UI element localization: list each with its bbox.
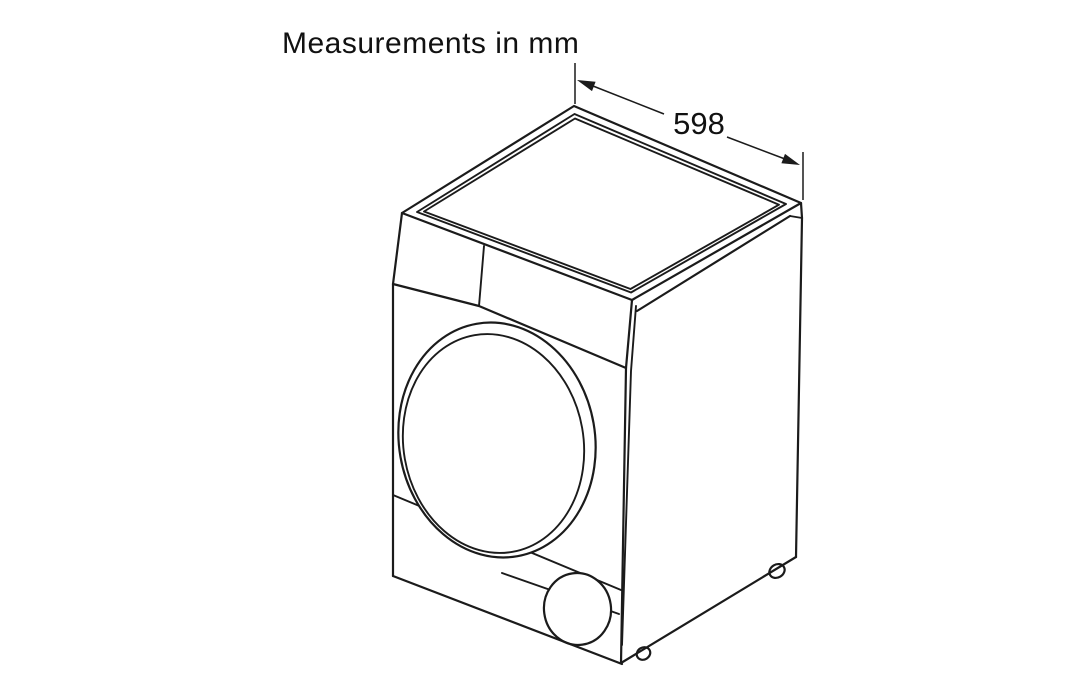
top-face-rim-line-1	[416, 113, 787, 294]
front-door	[397, 321, 597, 559]
filter-door-circle	[542, 571, 613, 647]
diagram-title: Measurements in mm	[282, 27, 579, 60]
left-front-edge	[391, 211, 404, 578]
side-bottom-edge	[619, 555, 798, 665]
door-outer-ring	[397, 321, 597, 559]
width-dimension: 598	[574, 63, 804, 200]
dimension-value-label: 598	[673, 106, 725, 141]
base-edges	[391, 555, 798, 666]
back-foot	[768, 562, 786, 580]
control-panel	[391, 211, 628, 578]
front-right-bevel-line	[621, 305, 637, 646]
worktop-right-underside-edge	[789, 215, 803, 219]
front-right-corner	[619, 298, 637, 665]
control-panel-divider	[478, 245, 485, 307]
back-right-edge	[794, 216, 804, 559]
dimension-line-left-segment	[592, 85, 665, 115]
feet	[635, 562, 786, 661]
dryer-isometric-drawing	[391, 104, 804, 666]
top-face-outline	[400, 104, 803, 302]
front-right-edge	[619, 298, 634, 665]
door-inner-ring	[401, 333, 586, 554]
dimension-arrow-right	[781, 153, 800, 165]
dimension-arrow-left	[577, 80, 596, 92]
dimension-line-right-segment	[726, 136, 786, 160]
top-face-rim-line-2	[423, 117, 780, 290]
side-top-edge	[635, 214, 792, 313]
front-bottom-edge	[391, 574, 624, 666]
right-side-panel	[635, 214, 804, 559]
worktop-right-thickness-edge	[799, 201, 804, 220]
top-panel	[400, 104, 804, 302]
